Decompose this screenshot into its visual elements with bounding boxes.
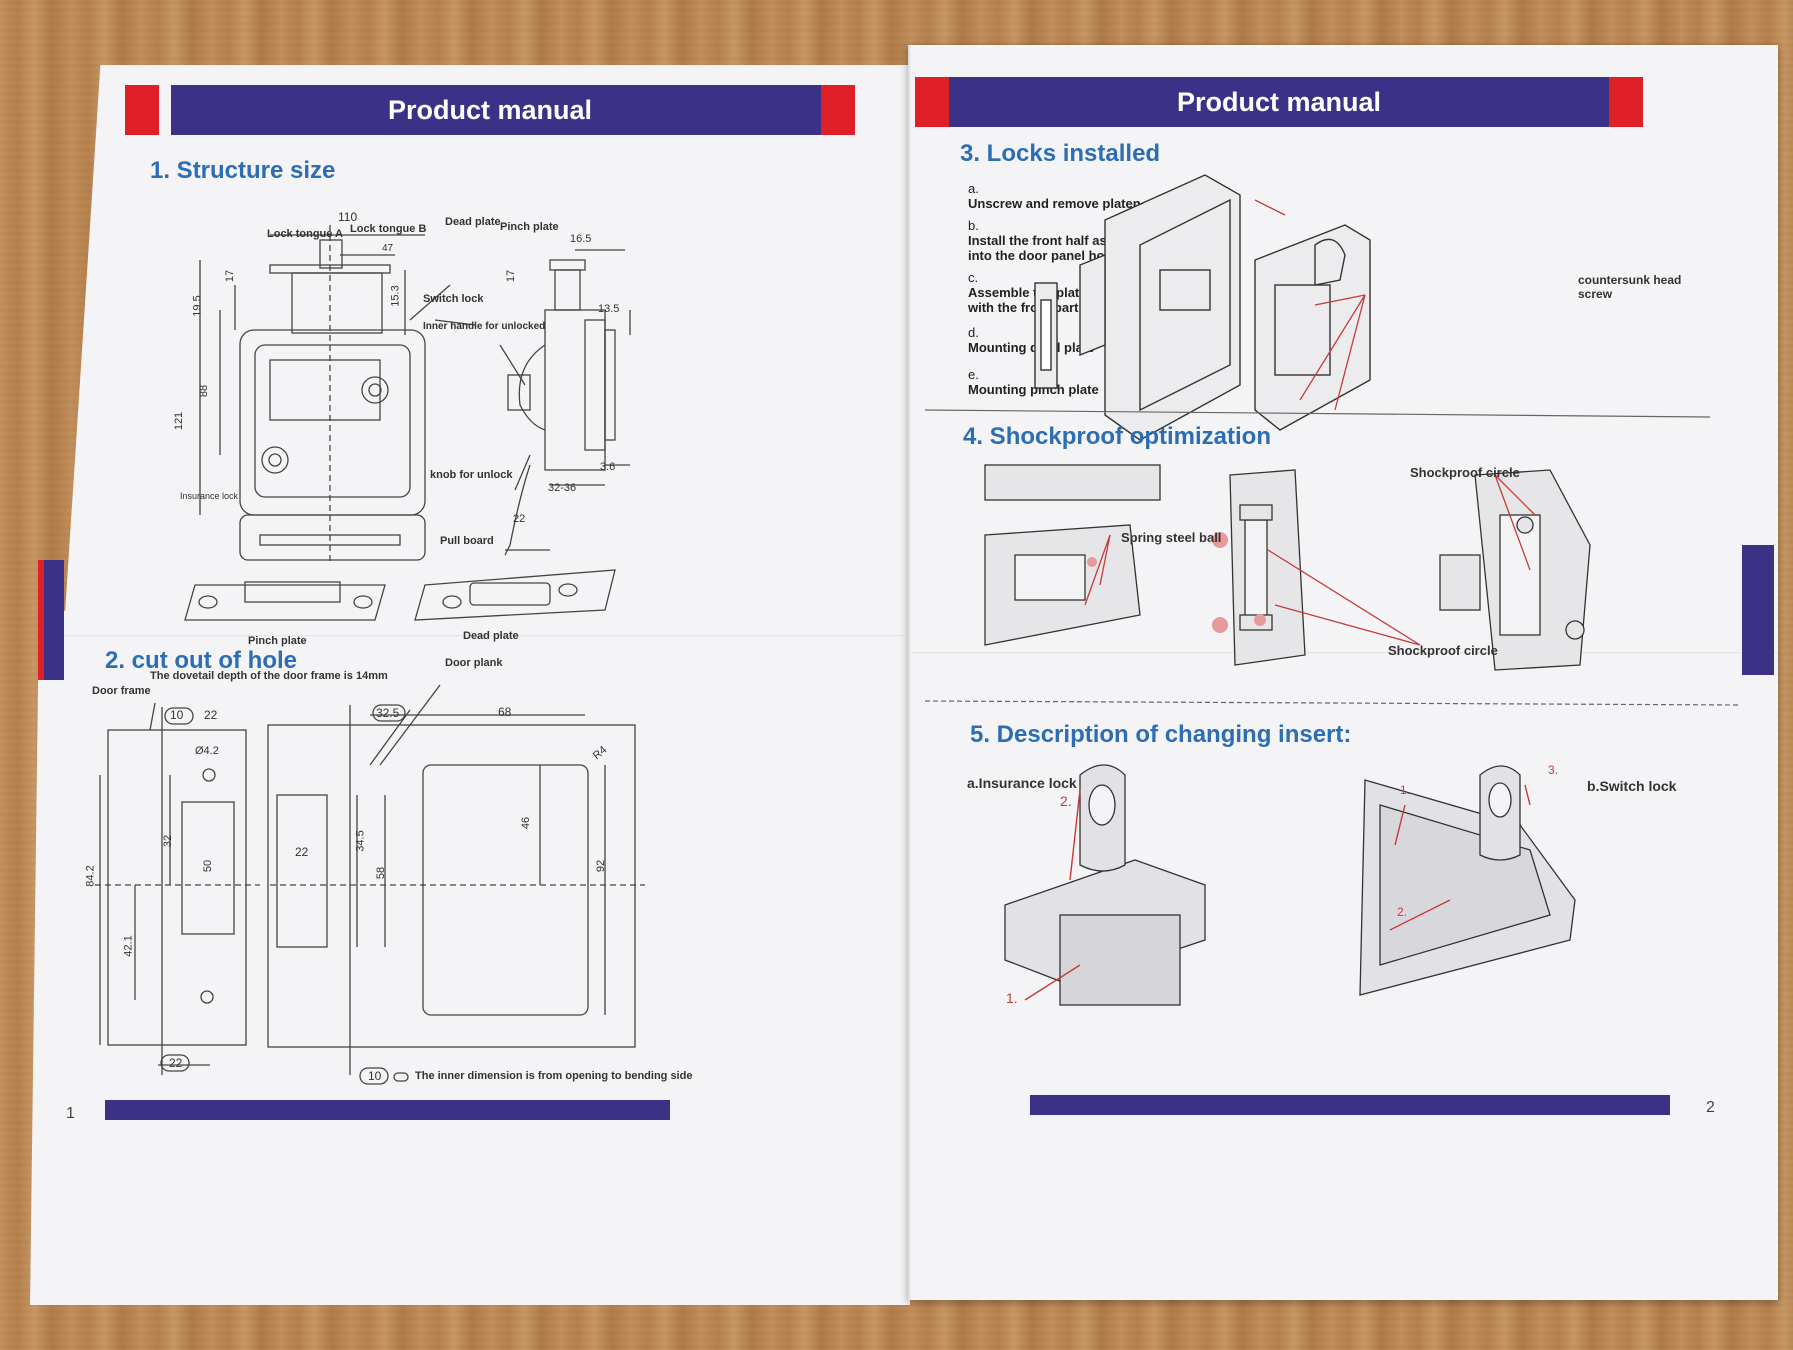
label-door-plank: Door plank [445,657,503,669]
step-d: d.Mounting dead plate [968,325,1094,355]
banner-red-right-2 [1609,77,1643,127]
structure-size-drawing [184,225,631,621]
manual-page-left [30,65,910,1305]
step-e-key: e. [968,367,979,382]
left-side-tab-red [38,560,44,680]
dim-16-5: 16.5 [570,233,592,245]
dim-47: 47 [382,243,394,254]
dim-4-2: Ø4.2 [195,745,219,757]
left-footer-bar [105,1100,670,1120]
label-pinch-plate: Pinch plate [248,635,307,647]
manual-sheet: Product manual 1. Structure size [30,45,1785,1315]
cut-out-drawing [95,684,645,1085]
left-header-banner: Product manual [125,85,855,135]
step-d-text: Mounting dead plate [968,340,1095,355]
banner-red-right [821,85,855,135]
label-switch-lock-insert: b.Switch lock [1587,778,1677,794]
step-e: e.Mounting pinch plate [968,367,1099,397]
label-inner-handle: Inner handle for unlocked [423,321,546,332]
insert-step-1a: 1. [1006,990,1018,1006]
label-countersunk: countersunk head screw [1578,273,1682,301]
section2-title: 2. cut out of hole [105,647,297,674]
label-knob: knob for unlock [430,469,513,481]
dim-32-5: 32.5 [376,706,400,720]
label-lock-tongue-b: Lock tongue B [350,223,427,235]
step-e-text: Mounting pinch plate [968,382,1099,397]
dim-32-36: 32-36 [548,482,577,494]
horizontal-fold-right [912,652,1778,655]
banner-red-left-2 [915,77,949,127]
label-pull-board: Pull board [440,535,494,547]
right-footer-bar [1030,1095,1670,1115]
locks-installed-illustration [924,174,1741,706]
insert-step-2a: 2. [1060,793,1072,809]
center-fold [908,45,912,1300]
banner-red-left [125,85,159,135]
label-switch-lock: Switch lock [423,293,484,305]
right-header-title: Product manual [1176,86,1382,117]
label-dead-plate-bottom: Dead plate [463,630,519,642]
dim-22: 22 [513,513,526,525]
dim-13-5: 13.5 [598,303,620,315]
left-side-tab [44,560,64,680]
banner-band [159,85,171,135]
step-b-key: b. [968,218,979,233]
insert-step-1b: 1. [1400,783,1411,797]
left-page-number: 1 [66,1105,75,1122]
insert-step-3: 3. [1548,763,1559,777]
dim-22b: 22 [169,1056,183,1070]
insert-step-2b: 2. [1397,905,1408,919]
label-pinch-plate-top: Pinch plate [500,221,559,233]
dim-3-6: 3.6 [600,461,616,473]
right-page-number: 2 [1706,1099,1715,1116]
right-header-banner: Product manual [915,77,1643,127]
section2-footnote: The inner dimension is from opening to b… [415,1070,693,1082]
step-d-key: d. [968,325,979,340]
dim-22c: 22 [295,845,309,859]
dim-10: 10 [170,708,184,722]
label-spring-steel-ball: Spring steel ball [1121,530,1222,545]
section2-note: The dovetail depth of the door frame is … [150,670,388,682]
dim-22a: 22 [204,708,218,722]
step-c-key: c. [968,270,979,285]
label-door-frame: Door frame [92,685,151,697]
left-header-title: Product manual [387,94,593,125]
label-dead-plate: Dead plate [445,216,501,228]
step-a-key: a. [968,181,979,196]
label-lock-tongue-a: Lock tongue A [267,228,343,240]
section4-title: 4. Shockproof optimization [963,423,1272,450]
dim-68: 68 [498,705,512,719]
shockproof-illustration [984,464,1591,671]
section5-title: 5. Description of changing insert: [970,721,1352,748]
label-shockproof-circle-top: Shockproof circle [1410,465,1520,480]
dim-110: 110 [338,210,358,224]
horizontal-fold-left [60,635,905,638]
dim-10b: 10 [368,1069,382,1083]
section1-title: 1. Structure size [150,157,336,184]
label-insurance-lock: Insurance lock [180,491,239,501]
label-insurance-lock-insert: a.Insurance lock [967,775,1077,791]
section3-title: 3. Locks installed [960,140,1161,167]
label-shockproof-circle-bottom: Shockproof circle [1388,643,1498,658]
right-side-tab [1742,545,1774,675]
changing-insert-illustration [1004,764,1576,1006]
